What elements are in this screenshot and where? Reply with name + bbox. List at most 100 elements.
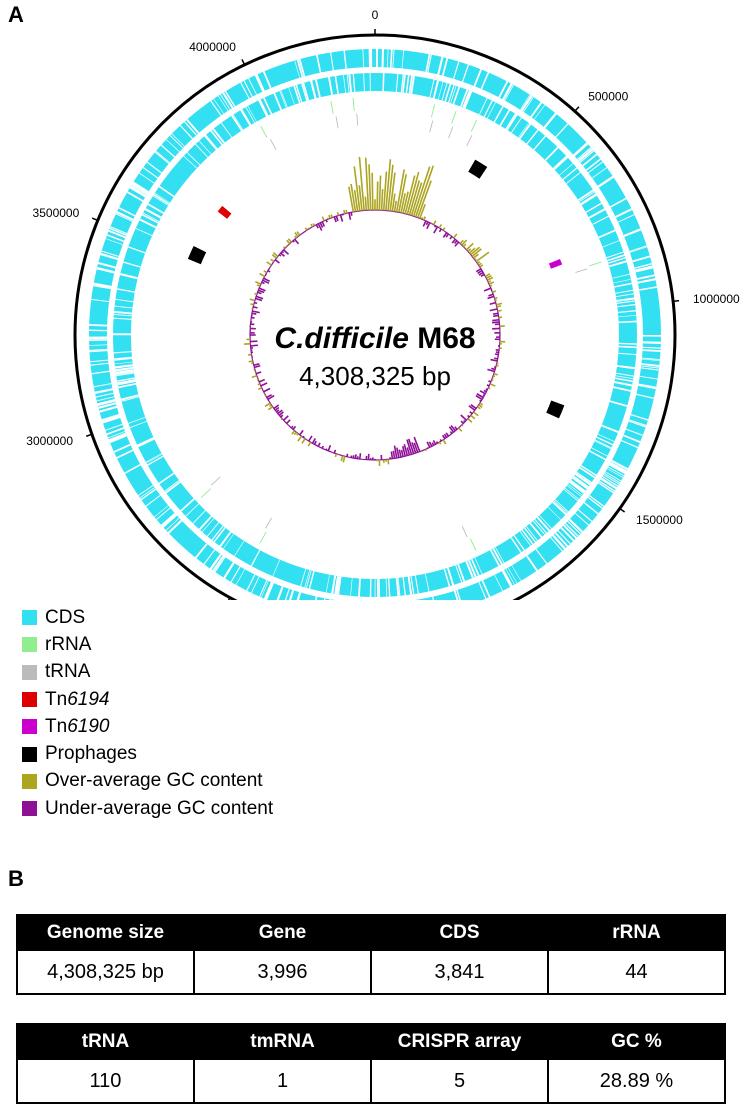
cds-gap <box>587 496 603 509</box>
cds-gap <box>453 590 459 600</box>
gc-bar <box>390 451 394 459</box>
cds-gap <box>246 574 256 591</box>
cds-gap <box>273 92 282 111</box>
cds-gap <box>613 386 632 392</box>
gc-bar <box>294 238 300 245</box>
cds-gap <box>402 74 406 93</box>
legend-label: Under-average GC content <box>45 797 274 819</box>
cds-gap <box>131 184 148 195</box>
cds-gap <box>481 580 491 598</box>
cds-gap <box>519 94 531 110</box>
cds-gap <box>487 102 496 119</box>
gc-bar <box>342 456 346 463</box>
gc-bar <box>315 224 319 229</box>
tick-label: 500000 <box>588 89 628 103</box>
cds-gap <box>102 416 121 424</box>
gc-bar <box>348 212 352 220</box>
gc-bar <box>321 445 324 449</box>
cds-gap <box>478 581 487 599</box>
gc-bar <box>287 238 292 243</box>
gc-bar <box>387 164 394 211</box>
gc-bar <box>387 459 390 465</box>
gc-bar <box>490 358 498 362</box>
cds-gap <box>115 369 134 374</box>
cds-gap <box>245 106 256 123</box>
cds-gap <box>579 467 596 479</box>
cds-gap <box>591 447 608 457</box>
cds-gap <box>637 278 656 284</box>
cds-gap <box>623 228 642 237</box>
cds-gap <box>641 357 660 361</box>
cds-gap <box>376 49 379 68</box>
cds-gap <box>583 502 599 515</box>
cds-gap <box>89 344 108 346</box>
gc-bar <box>258 387 263 391</box>
gc-bar <box>364 157 370 211</box>
cds-gap <box>294 60 301 78</box>
cds-gap <box>441 82 448 101</box>
rrna-mark <box>451 111 457 124</box>
gc-bar <box>296 231 301 236</box>
gc-bar <box>393 200 398 212</box>
gc-bar <box>482 394 485 397</box>
gc-bar <box>421 216 424 220</box>
value-tmrna: 1 <box>193 1058 372 1104</box>
cds-gap <box>452 86 461 105</box>
cds-gap <box>115 213 133 222</box>
cds-gap <box>109 435 127 444</box>
cds-gap <box>598 482 614 494</box>
cds-gap <box>323 598 326 600</box>
gc-bar <box>478 404 483 408</box>
cds-gap <box>455 565 463 583</box>
cds-gap <box>505 113 516 130</box>
cds-gap <box>604 473 621 484</box>
cds-gap <box>145 494 161 507</box>
cds-gap <box>183 155 198 169</box>
gc-bar <box>488 293 494 297</box>
cds-gap <box>93 284 112 290</box>
tick-label: 0 <box>372 8 379 22</box>
gc-bar <box>321 221 326 227</box>
cds-gap <box>219 531 232 547</box>
cds-gap <box>617 214 635 223</box>
cds-gap <box>498 81 509 98</box>
legend-swatch-trna <box>22 664 37 680</box>
cds-gap <box>212 128 226 144</box>
cds-gap <box>621 440 639 449</box>
gc-bar <box>494 296 498 300</box>
gc-bar <box>478 271 484 276</box>
cds-gap <box>608 466 625 477</box>
cds-gap <box>314 79 321 98</box>
gc-bar <box>358 185 363 211</box>
cds-gap <box>448 85 455 103</box>
cds-gap <box>525 526 538 541</box>
cds-gap <box>578 148 594 162</box>
gc-bar <box>292 425 297 430</box>
gc-bar <box>406 171 420 215</box>
cds-gap <box>93 383 112 388</box>
gc-bar <box>299 429 304 436</box>
cds-gap <box>634 263 653 269</box>
gc-bar <box>251 312 257 315</box>
legend-item-gc-under: Under-average GC content <box>22 795 273 822</box>
cds-gap <box>337 576 341 595</box>
cds-gap <box>223 533 234 549</box>
cds-gap <box>265 582 274 600</box>
cds-gap <box>625 428 643 436</box>
header-cds: CDS <box>370 914 549 951</box>
gc-bar <box>270 258 275 263</box>
cds-gap <box>410 75 415 94</box>
gc-bar <box>434 225 437 228</box>
gc-bar <box>328 214 331 219</box>
trna-mark <box>429 120 434 133</box>
position-ticks: 0500000100000015000002000000250000030000… <box>26 8 740 600</box>
gc-bar <box>358 156 365 211</box>
gc-bar <box>308 435 313 442</box>
gc-bar <box>259 272 266 278</box>
gc-bar <box>401 446 407 457</box>
cds-gap <box>579 191 595 203</box>
cds-gap <box>506 114 518 131</box>
gc-bar <box>478 262 482 266</box>
gc-bar <box>488 380 492 383</box>
gc-bar <box>321 216 325 222</box>
